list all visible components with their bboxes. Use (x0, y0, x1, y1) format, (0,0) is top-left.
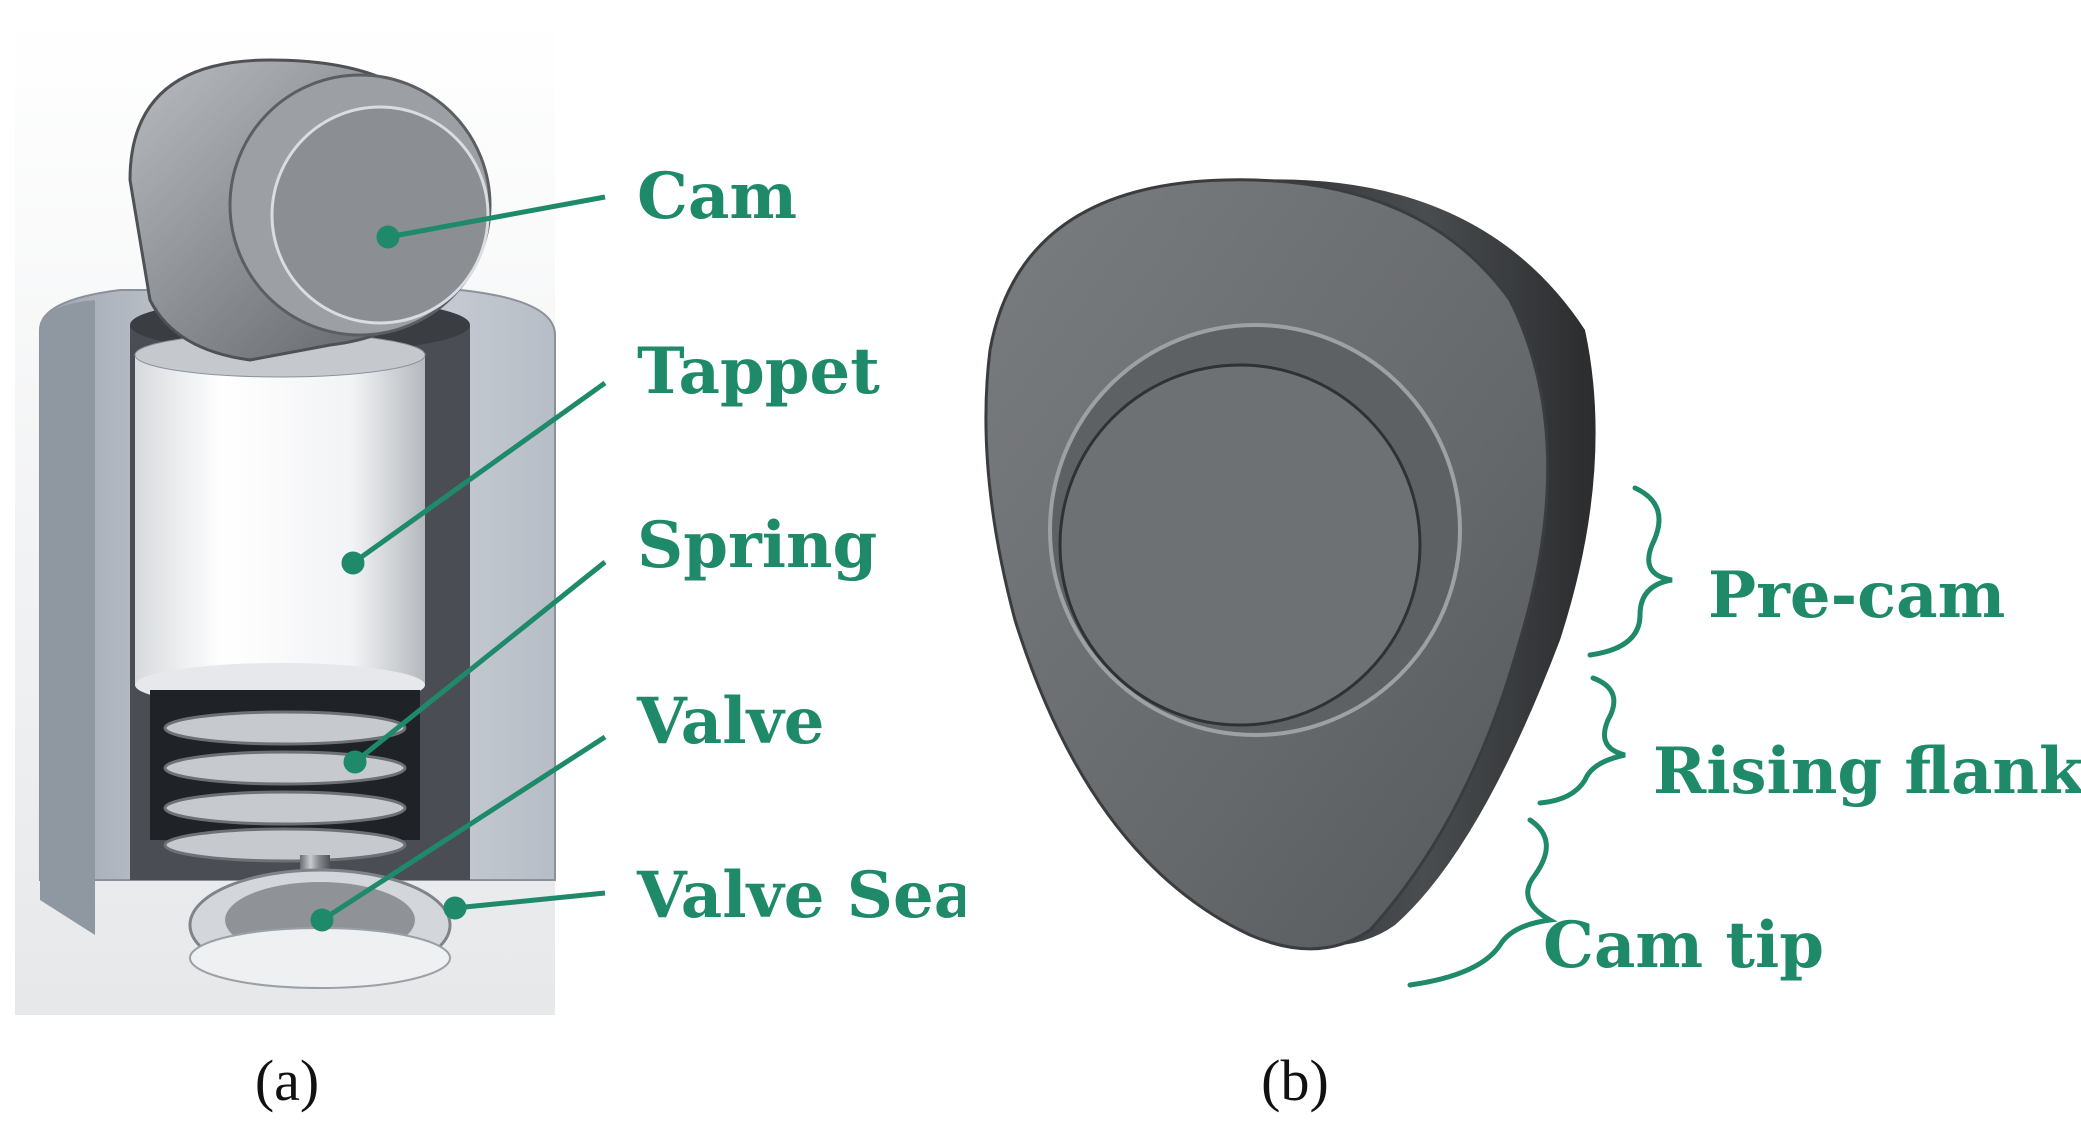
panel-b-illustration (965, 150, 1625, 980)
tappet-shape (134, 332, 426, 707)
brace-rising-flank (1537, 675, 1626, 806)
brace-pre-cam (1587, 485, 1673, 658)
label-valve-seat: Valve Seat (636, 858, 1005, 933)
caption-b: (b) (1261, 1048, 1329, 1113)
panel-a-illustration (15, 15, 607, 1015)
brace-cam-tip (1407, 817, 1558, 988)
label-spring: Spring (637, 508, 877, 583)
label-rising-flank: Rising flank (1653, 734, 2081, 809)
caption-a: (a) (255, 1048, 319, 1113)
label-cam-tip: Cam tip (1543, 908, 1824, 983)
label-tappet: Tappet (637, 334, 880, 409)
label-cam: Cam (637, 159, 797, 234)
panel-a-leaders (310, 194, 607, 932)
label-pre-cam: Pre-cam (1708, 558, 2005, 633)
panel-b-braces (1407, 485, 1673, 988)
label-valve: Valve (636, 684, 824, 759)
spring-shape (150, 690, 420, 863)
cam-b-hub-inner (1058, 363, 1422, 727)
cam-shape (128, 58, 492, 362)
